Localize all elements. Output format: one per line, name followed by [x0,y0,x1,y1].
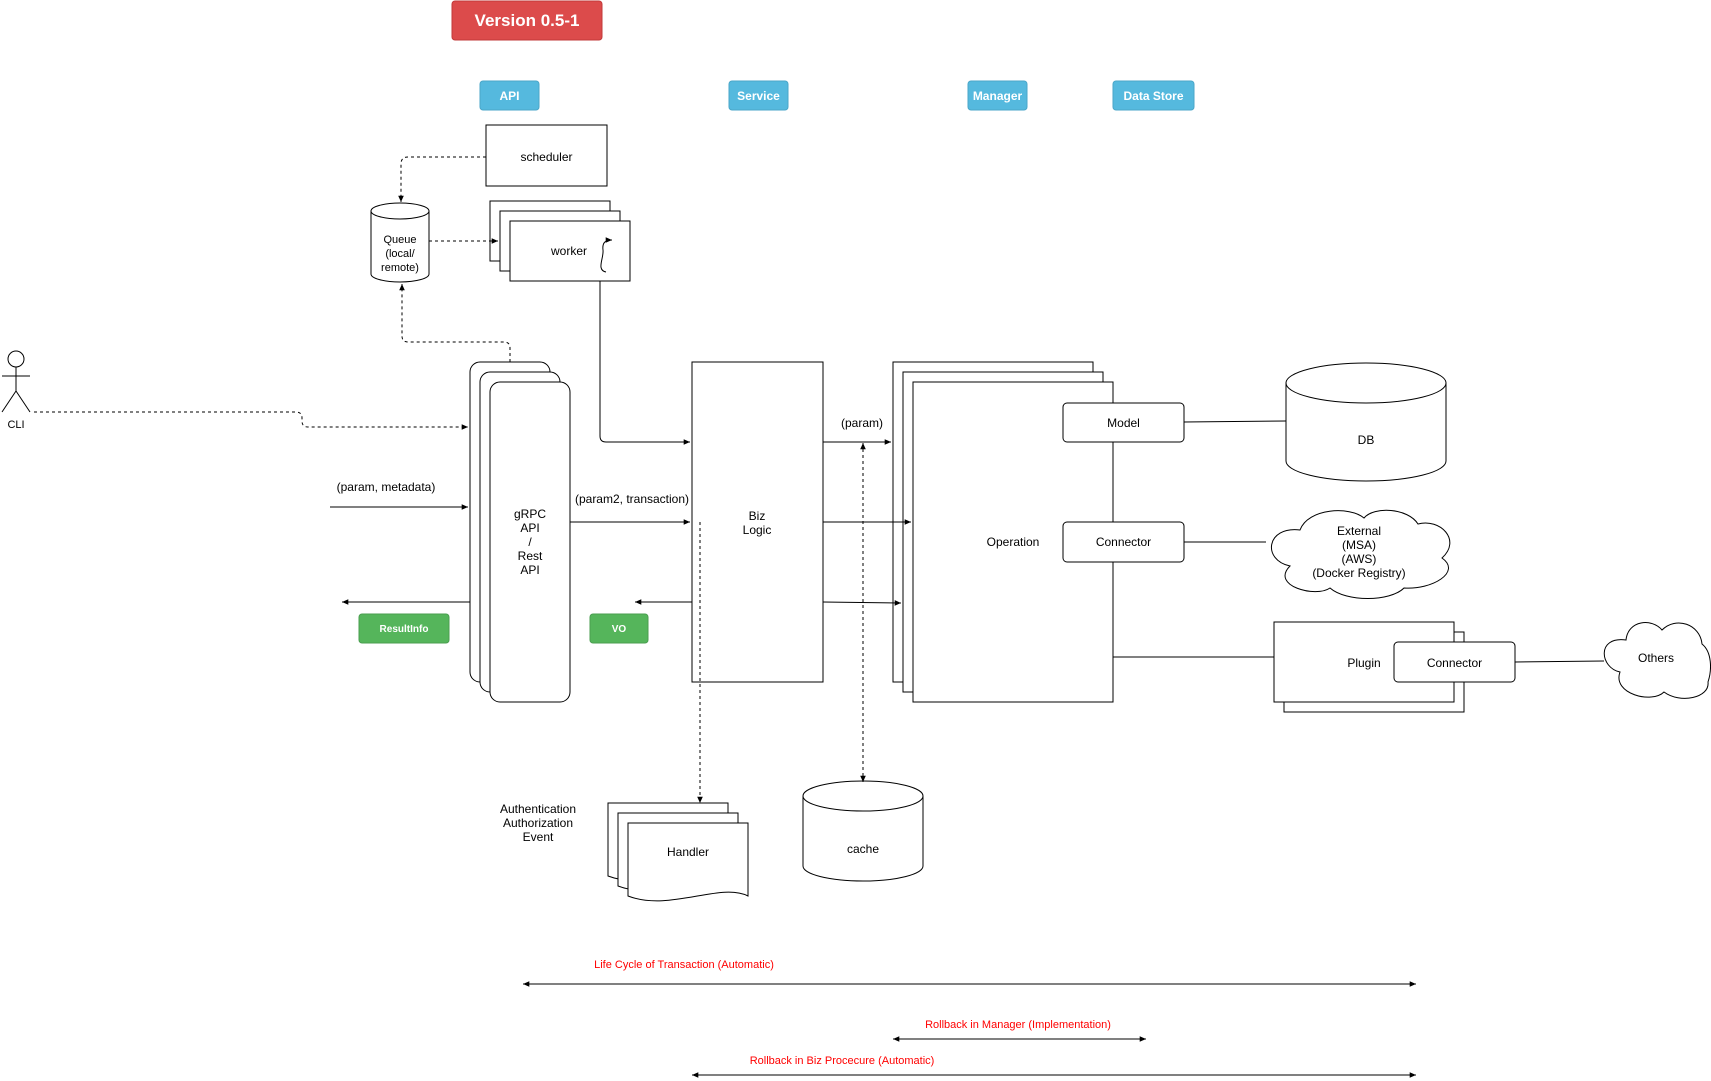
edge-label-param2-transaction: (param2, transaction) [575,492,689,506]
edge-label-param-metadata: (param, metadata) [337,480,436,494]
queue-cylinder: Queue (local/ remote) [370,202,430,283]
svg-text:scheduler: scheduler [520,150,572,164]
lifecycle-rollback-manager: Rollback in Manager (Implementation) [893,1019,1146,1042]
vo-badge: VO [589,613,649,644]
layer-api: API [479,80,540,111]
layer-manager: Manager [967,80,1028,111]
lifecycle-rollback-biz: Rollback in Biz Procecure (Automatic) [692,1055,1416,1078]
svg-text:Rollback in Manager (Implement: Rollback in Manager (Implementation) [925,1019,1111,1031]
cache-cylinder: cache [802,780,924,882]
layer-data-store: Data Store [1112,80,1195,111]
layer-service: Service [728,80,789,111]
scheduler-box: scheduler [485,124,608,187]
model-box: Model [1062,402,1185,443]
svg-text:/: / [528,535,532,549]
svg-text:Operation: Operation [987,535,1040,549]
svg-text:API: API [520,521,539,535]
grpc-api-stack: gRPC API / Rest API [469,361,571,703]
svg-text:API: API [499,89,519,103]
svg-text:Connector: Connector [1427,656,1482,670]
svg-text:Rollback in Biz Procecure (Aut: Rollback in Biz Procecure (Automatic) [750,1055,935,1067]
plugin-connector-box: Connector [1393,641,1516,683]
svg-text:DB: DB [1358,433,1375,447]
svg-text:VO: VO [612,624,627,635]
svg-text:(MSA): (MSA) [1342,538,1376,552]
lifecycle-transaction: Life Cycle of Transaction (Automatic) [523,959,1416,987]
external-cloud: External (MSA) (AWS) (Docker Registry) [1271,509,1451,599]
svg-text:cache: cache [847,842,879,856]
svg-text:Model: Model [1107,416,1140,430]
svg-text:Life Cycle of Transaction (Aut: Life Cycle of Transaction (Automatic) [594,959,774,971]
resultinfo-badge: ResultInfo [358,613,450,644]
db-cylinder: DB [1285,362,1447,482]
svg-text:CLI: CLI [7,419,24,431]
svg-text:Rest: Rest [518,549,543,563]
svg-text:Version 0.5-1: Version 0.5-1 [475,11,580,30]
cli-actor: CLI [1,350,31,431]
connector-box: Connector [1062,521,1185,563]
svg-text:Queue: Queue [383,234,416,246]
svg-text:Plugin: Plugin [1347,656,1380,670]
svg-text:(AWS): (AWS) [1342,552,1377,566]
handler-stack: Handler [607,802,749,902]
svg-text:Biz: Biz [749,509,766,523]
svg-text:(Docker Registry): (Docker Registry) [1312,566,1405,580]
svg-text:(local/: (local/ [385,248,415,260]
svg-text:Logic: Logic [743,523,772,537]
connectors [34,156,1605,803]
svg-text:API: API [520,563,539,577]
svg-text:Data Store: Data Store [1123,89,1183,103]
svg-text:ResultInfo: ResultInfo [380,624,429,635]
svg-text:External: External [1337,524,1381,538]
svg-text:Event: Event [523,830,554,844]
edge-label-param: (param) [841,416,883,430]
svg-text:remote): remote) [381,262,419,274]
svg-text:Authorization: Authorization [503,816,573,830]
svg-text:Handler: Handler [667,845,709,859]
biz-logic-box: Biz Logic [691,361,824,683]
version-badge: Version 0.5-1 [451,0,603,41]
others-cloud: Others [1603,622,1711,699]
svg-text:Connector: Connector [1096,535,1151,549]
svg-text:Service: Service [737,89,780,103]
worker-loop-icon [600,237,613,273]
svg-text:Authentication: Authentication [500,802,576,816]
svg-text:worker: worker [550,244,587,258]
svg-text:Others: Others [1638,651,1674,665]
worker-stack: worker [489,200,631,282]
handler-caption: Authentication Authorization Event [500,802,576,844]
svg-text:Manager: Manager [973,89,1023,103]
svg-text:gRPC: gRPC [514,507,546,521]
